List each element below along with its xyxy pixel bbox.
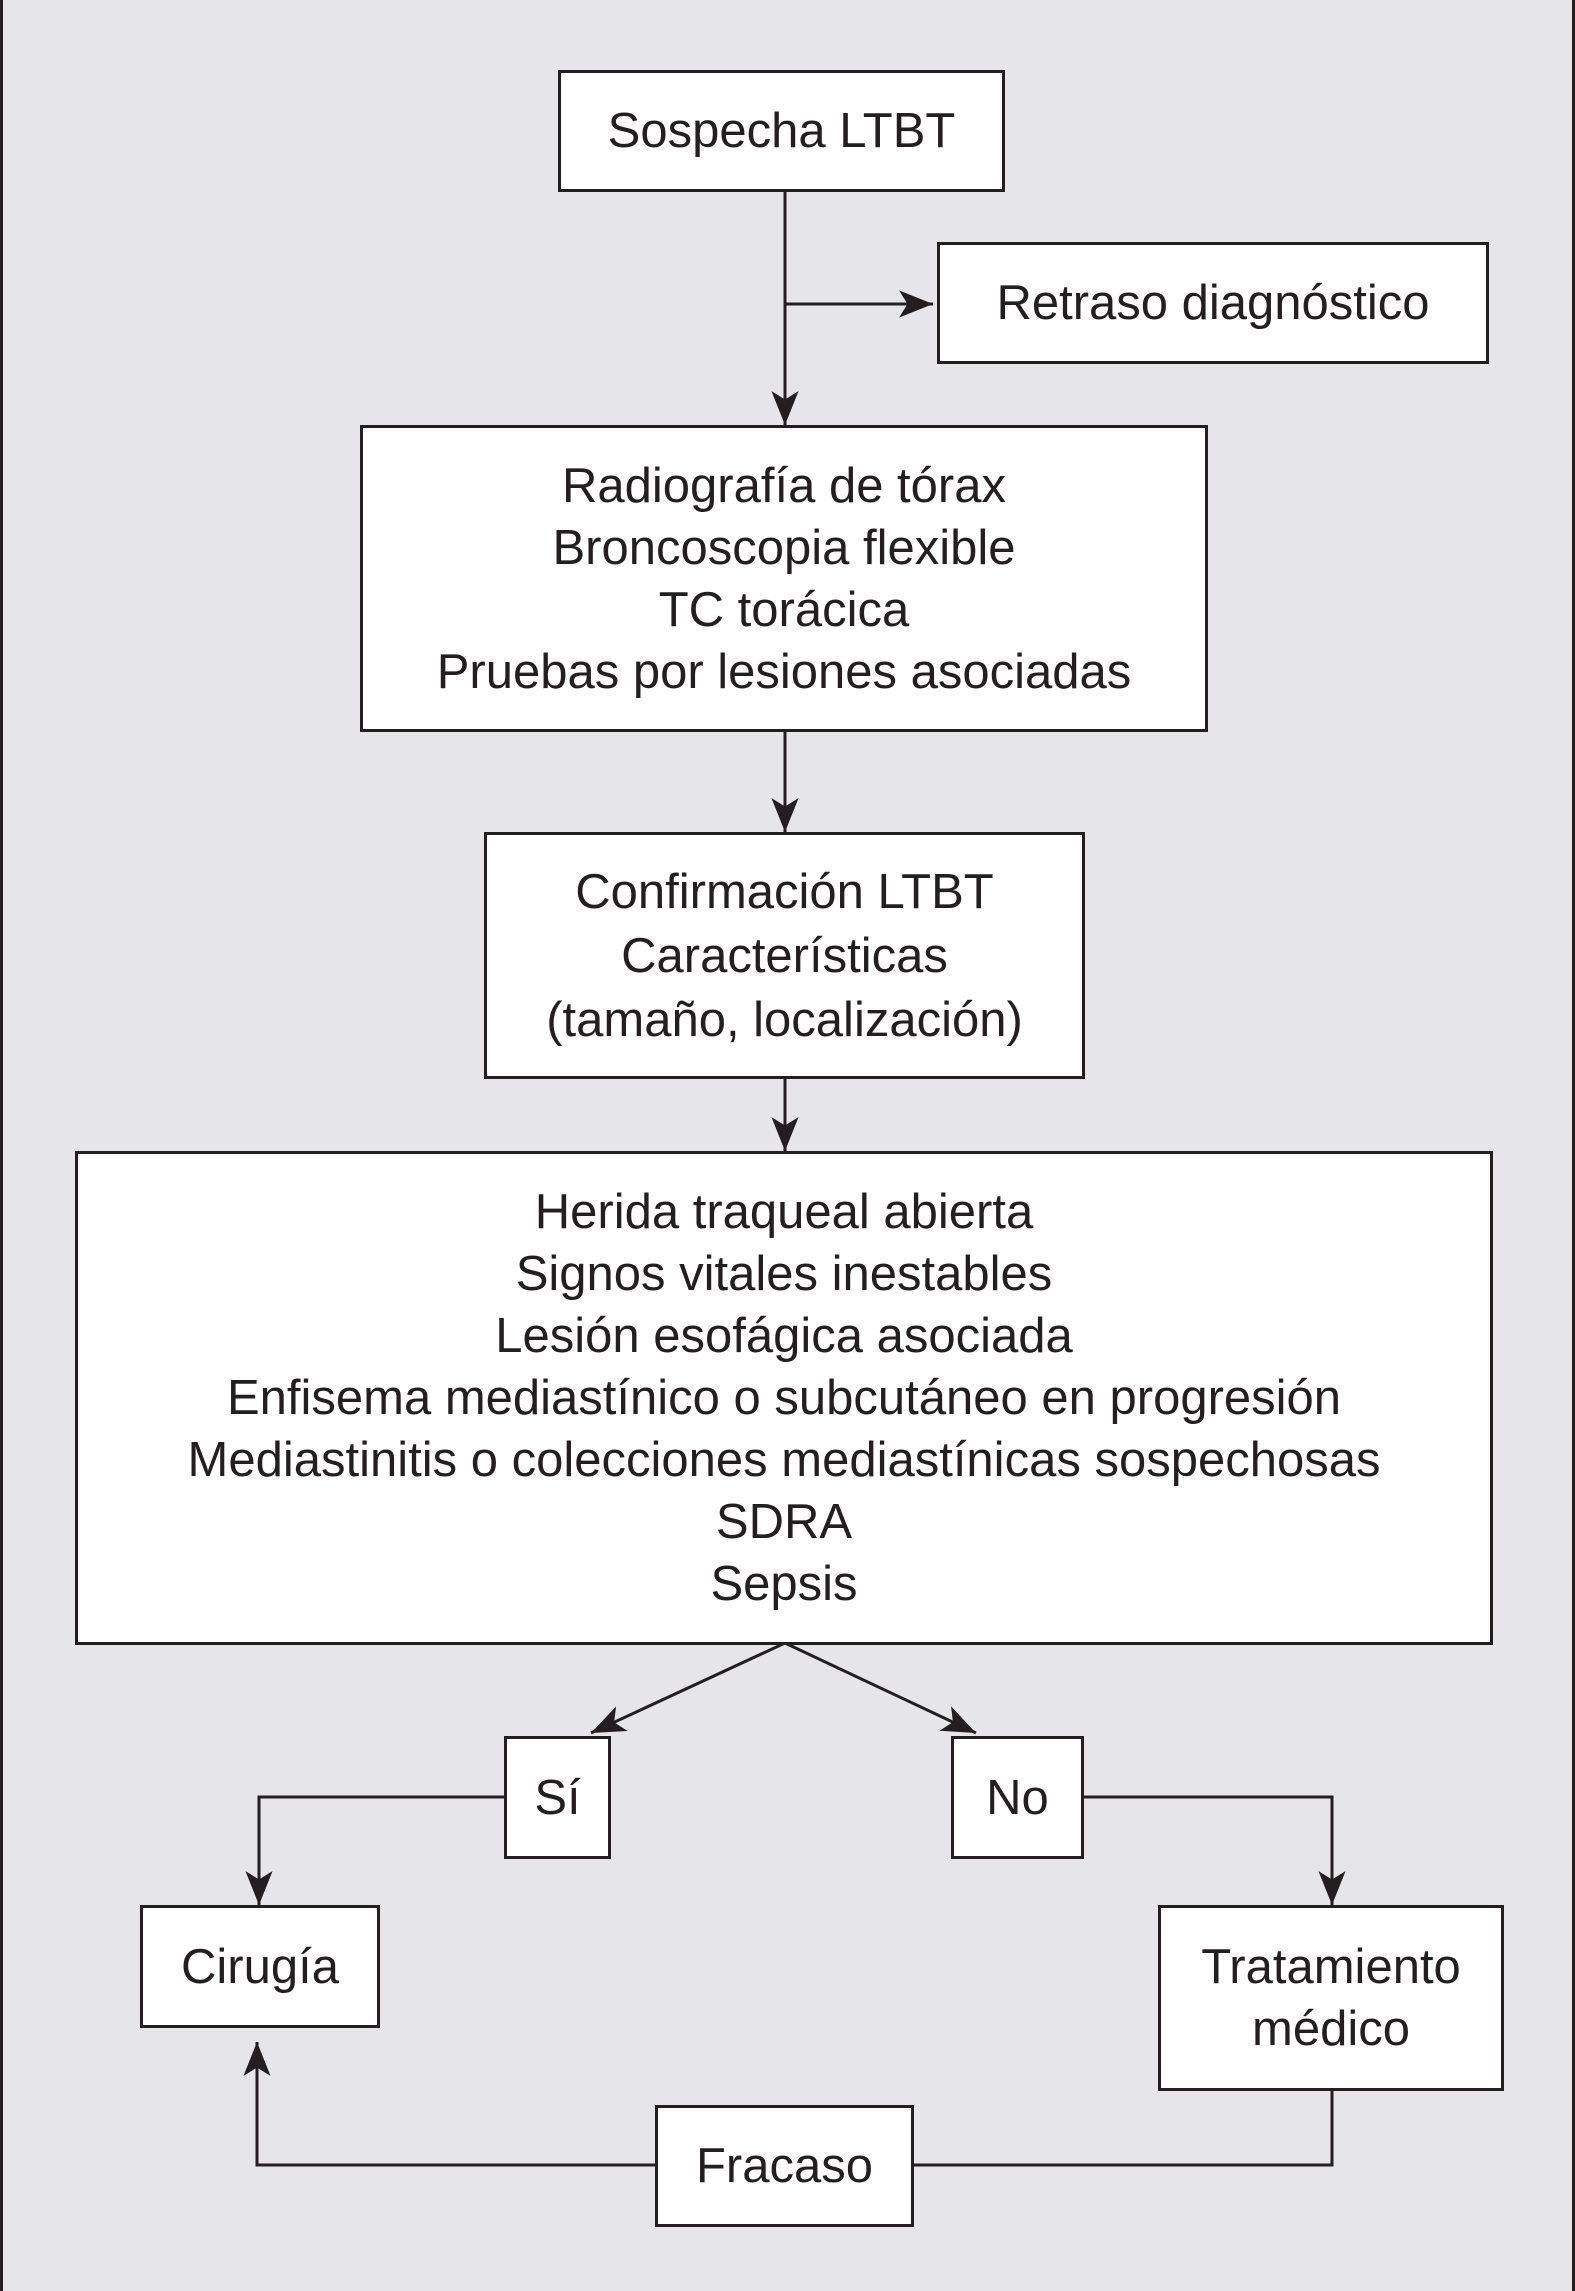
box-medical-treatment: Tratamiento médico xyxy=(1158,1905,1504,2091)
no-label: No xyxy=(986,1770,1049,1825)
box-confirmation: Confirmación LTBT Características (tamañ… xyxy=(484,832,1085,1079)
confirmation-line: (tamaño, localización) xyxy=(546,992,1023,1047)
arrow-criteria-to-yes xyxy=(590,1641,786,1735)
confirmation-line: Características xyxy=(621,928,948,983)
box-diagnostic-tests: Radiografía de tórax Broncoscopia flexib… xyxy=(360,425,1208,732)
tests-line: Broncoscopia flexible xyxy=(552,520,1016,575)
arrow-medical-to-failure xyxy=(912,2089,1334,2167)
failure-label: Fracaso xyxy=(695,2139,873,2193)
suspicion-label: Sospecha LTBT xyxy=(607,104,956,158)
delay-label: Retraso diagnóstico xyxy=(996,276,1430,330)
box-surgical-criteria: Herida traqueal abierta Signos vitales i… xyxy=(75,1151,1493,1645)
box-surgery: Cirugía xyxy=(140,1905,380,2028)
yes-label: Sí xyxy=(534,1770,581,1825)
arrow-no-to-medical xyxy=(1082,1795,1346,1905)
box-failure: Fracaso xyxy=(655,2105,914,2227)
confirmation-line: Confirmación LTBT xyxy=(575,864,994,919)
surgery-label: Cirugía xyxy=(181,1939,339,1994)
arrow-yes-to-surgery xyxy=(245,1795,505,1905)
medical-line: médico xyxy=(1252,2002,1410,2056)
criteria-line: SDRA xyxy=(715,1495,853,1549)
criteria-line: Herida traqueal abierta xyxy=(534,1185,1034,1239)
tests-line: Pruebas por lesiones asociadas xyxy=(436,644,1132,699)
box-diagnostic-delay: Retraso diagnóstico xyxy=(937,242,1489,364)
box-suspicion: Sospecha LTBT xyxy=(558,70,1005,192)
criteria-line: Lesión esofágica asociada xyxy=(495,1309,1073,1363)
criteria-line: Sepsis xyxy=(710,1557,858,1611)
tests-line: Radiografía de tórax xyxy=(562,458,1006,513)
box-yes: Sí xyxy=(504,1736,611,1859)
criteria-line: Mediastinitis o colecciones mediastínica… xyxy=(187,1433,1381,1487)
medical-line: Tratamiento xyxy=(1201,1940,1461,1994)
tests-line: TC torácica xyxy=(658,582,910,637)
connector-lines xyxy=(243,190,1346,2167)
arrow-failure-to-surgery xyxy=(243,2042,657,2167)
criteria-line: Signos vitales inestables xyxy=(515,1247,1053,1301)
criteria-line: Enfisema mediastínico o subcutáneo en pr… xyxy=(226,1371,1342,1425)
box-no: No xyxy=(951,1736,1084,1859)
arrow-criteria-to-no xyxy=(784,1641,977,1735)
